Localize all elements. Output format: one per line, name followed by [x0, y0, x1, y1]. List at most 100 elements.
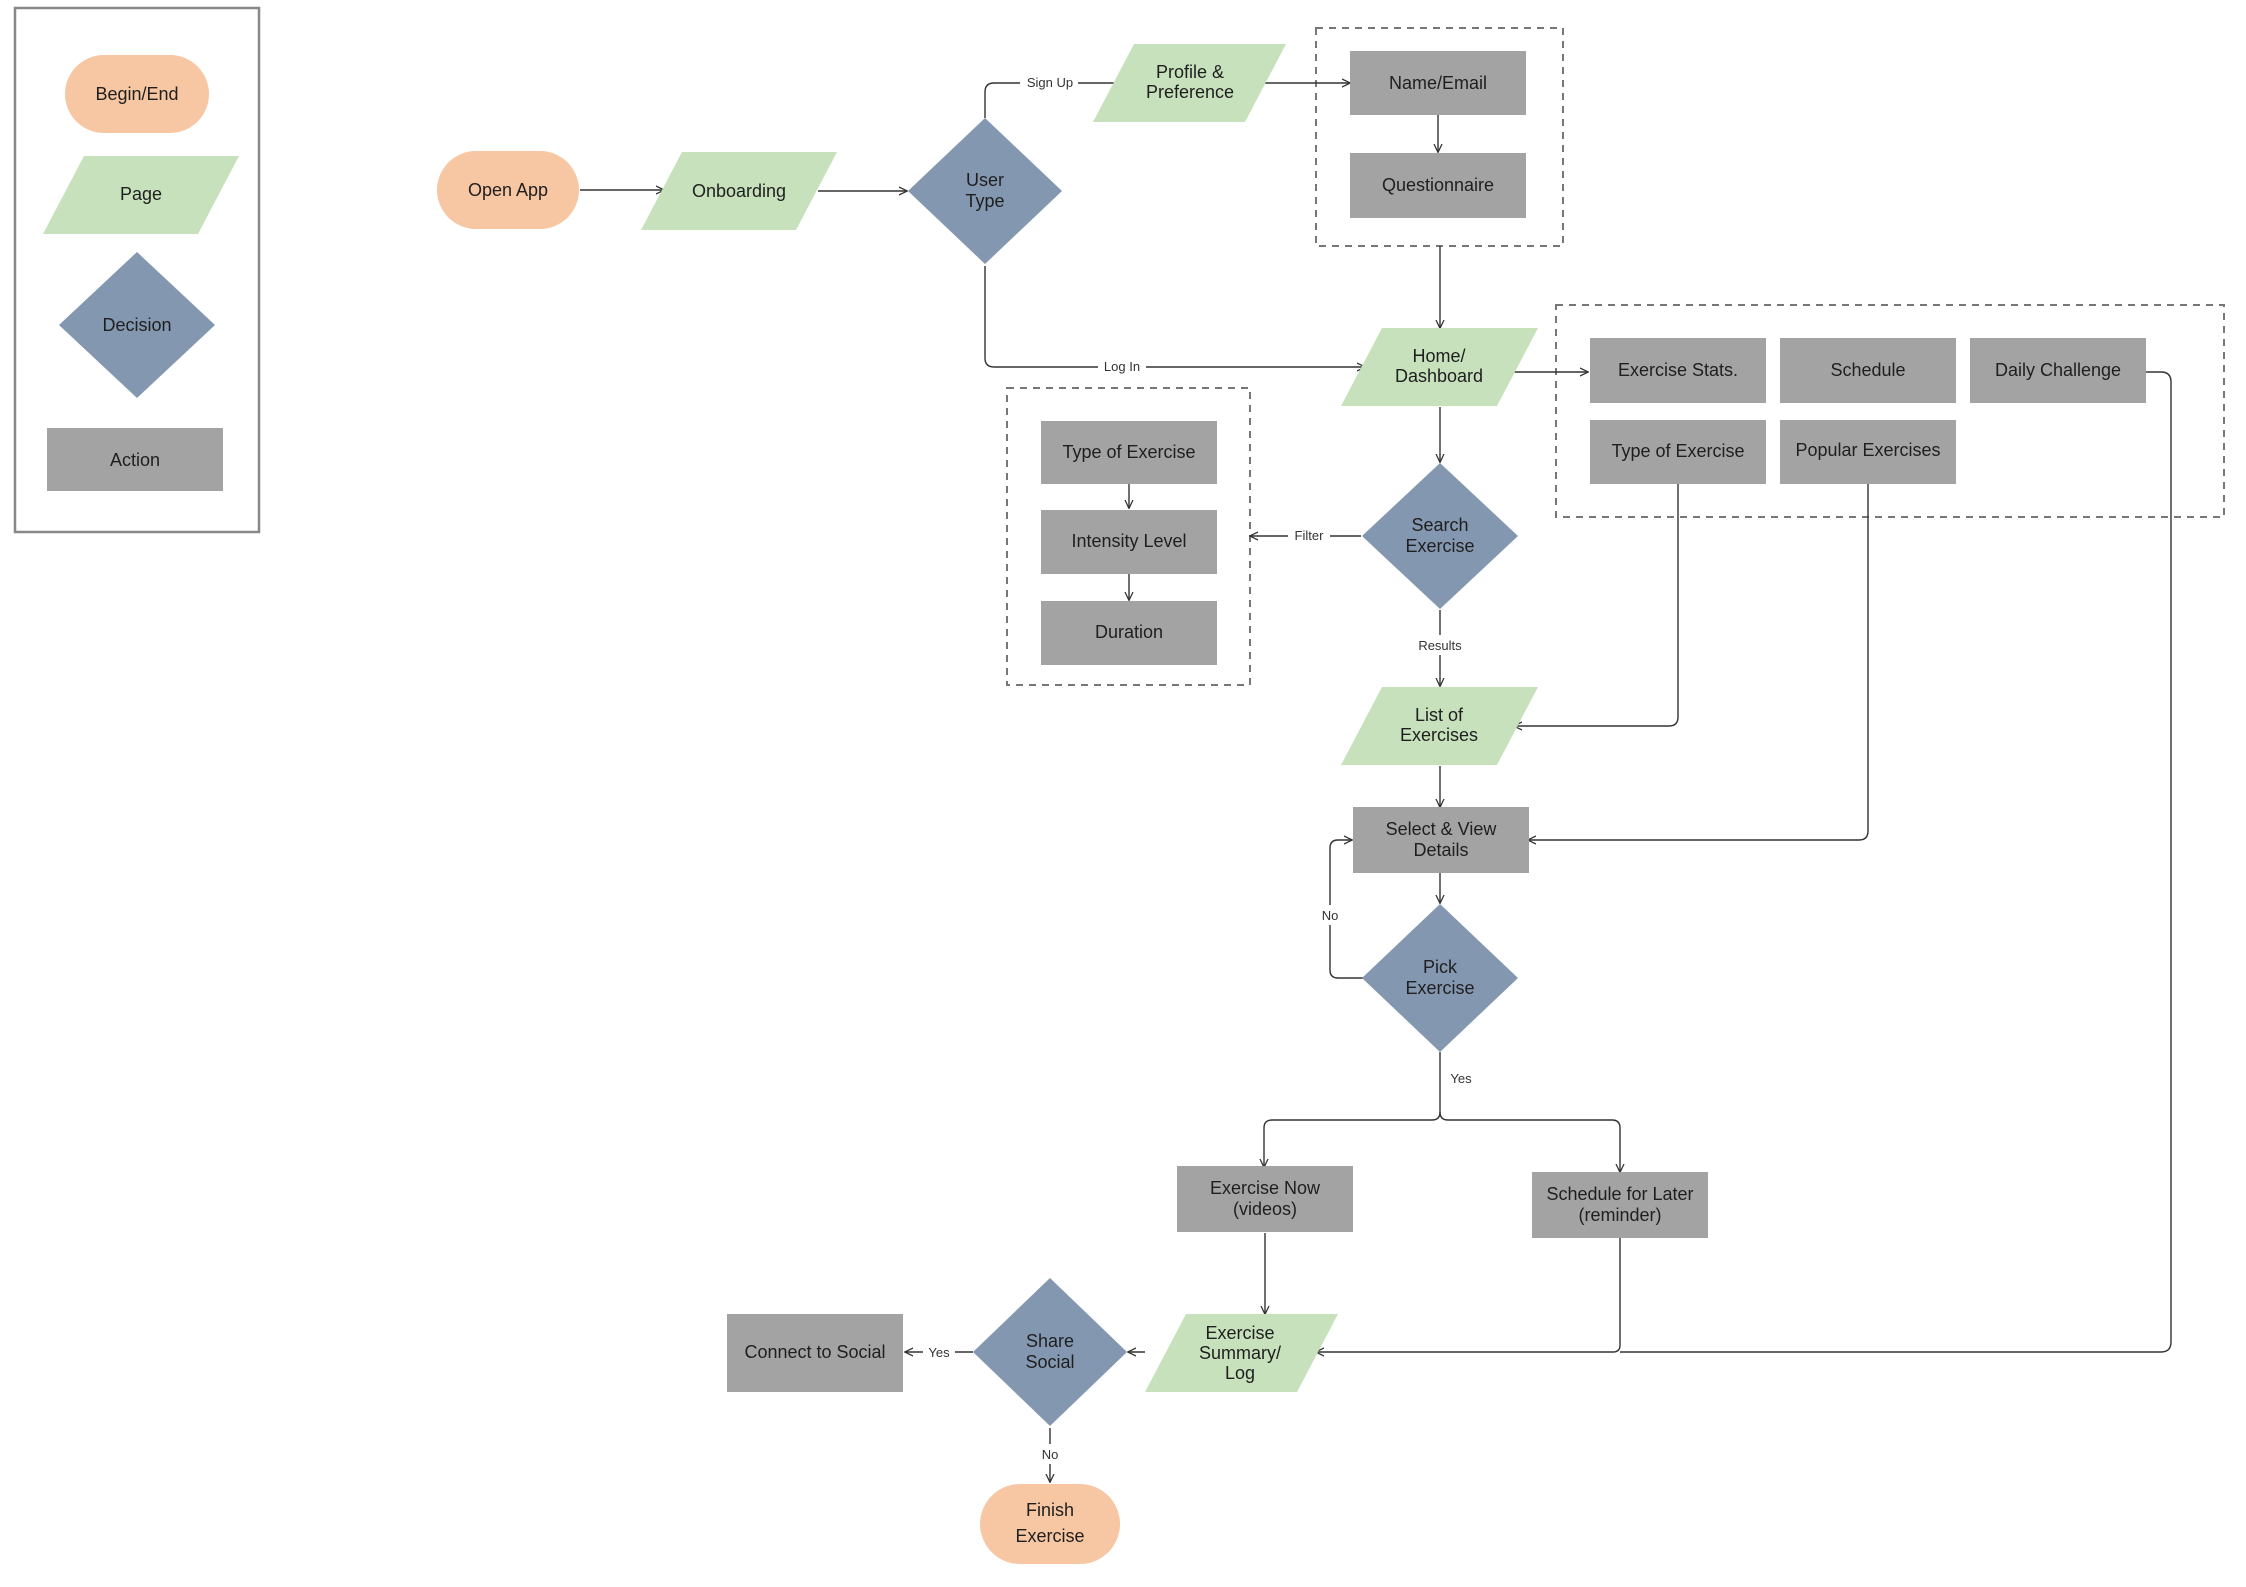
edge-popular-to-select — [1528, 484, 1869, 840]
intensity-level-label: Intensity Level — [1071, 531, 1186, 551]
node-exercise-summary: Exercise Summary/ Log — [1145, 1314, 1338, 1392]
search-exercise-shape — [1362, 463, 1518, 609]
edge-label-no-share: No — [1042, 1447, 1059, 1462]
dashboard-widgets-group — [1555, 304, 2225, 518]
edge-pick-yes-to-now — [1264, 1052, 1441, 1167]
connect-to-social-label: Connect to Social — [744, 1342, 885, 1362]
user-type-shape — [908, 118, 1062, 264]
node-select-view-details: Select & View Details — [1353, 807, 1529, 873]
node-search-exercise: Search Exercise — [1362, 463, 1518, 609]
node-popular-exercises: Popular Exercises — [1780, 420, 1956, 484]
legend-action-label: Action — [110, 450, 160, 470]
node-profile-preference: Profile & Preference — [1093, 44, 1286, 122]
exercise-now-label-line2: (videos) — [1233, 1199, 1297, 1219]
daily-challenge-shape — [1970, 338, 2146, 403]
edge-label-log-in: Log In — [1104, 359, 1140, 374]
edge-label-yes-share: Yes — [928, 1345, 950, 1360]
node-exercise-now: Exercise Now (videos) — [1177, 1166, 1353, 1232]
edge-pick-yes-to-later — [1439, 1111, 1620, 1172]
node-name-email: Name/Email — [1350, 51, 1526, 115]
legend-decision-shape — [59, 252, 215, 398]
select-view-details-shape — [1353, 807, 1529, 873]
search-exercise-label-line1: Search — [1411, 515, 1468, 535]
questionnaire-label: Questionnaire — [1382, 175, 1494, 195]
share-social-label-line1: Share — [1026, 1331, 1074, 1351]
share-social-label-line2: Social — [1025, 1352, 1074, 1372]
intensity-level-shape — [1041, 510, 1217, 574]
node-questionnaire: Questionnaire — [1350, 153, 1526, 218]
schedule-for-later-shape — [1532, 1172, 1708, 1238]
onboarding-shape — [641, 152, 837, 230]
legend-begin-end-label: Begin/End — [95, 84, 178, 104]
legend: Begin/End Page Decision Action — [13, 6, 261, 534]
node-duration: Duration — [1041, 601, 1217, 665]
legend-decision: Decision — [59, 252, 215, 398]
connectors — [580, 83, 2172, 1482]
node-user-type: User Type — [908, 118, 1062, 264]
finish-exercise-label-line2: Exercise — [1015, 1526, 1084, 1546]
duration-label: Duration — [1095, 622, 1163, 642]
schedule-label: Schedule — [1830, 360, 1905, 380]
node-intensity-level: Intensity Level — [1041, 510, 1217, 574]
edge-label-results: Results — [1418, 638, 1462, 653]
legend-page: Page — [43, 156, 239, 234]
home-dashboard-shape — [1341, 328, 1538, 406]
edge-later-to-summary — [1316, 1238, 1621, 1352]
profile-preference-shape — [1093, 44, 1286, 122]
edge-label-no-pick: No — [1322, 908, 1339, 923]
list-of-exercises-label-line2: Exercises — [1400, 725, 1478, 745]
share-social-shape — [973, 1278, 1127, 1426]
duration-shape — [1041, 601, 1217, 665]
daily-challenge-label: Daily Challenge — [1995, 360, 2121, 380]
node-daily-challenge: Daily Challenge — [1970, 338, 2146, 403]
schedule-for-later-label-line1: Schedule for Later — [1546, 1184, 1693, 1204]
node-connect-to-social: Connect to Social — [727, 1314, 903, 1392]
finish-exercise-label-line1: Finish — [1026, 1500, 1074, 1520]
pick-exercise-label-line1: Pick — [1423, 957, 1458, 977]
popular-exercises-label: Popular Exercises — [1795, 440, 1940, 460]
legend-begin-end-shape — [65, 55, 209, 133]
filter-type-of-exercise-shape — [1041, 421, 1217, 484]
list-of-exercises-label-line1: List of — [1415, 705, 1464, 725]
exercise-summary-shape — [1145, 1314, 1338, 1392]
pick-exercise-label-line2: Exercise — [1405, 978, 1474, 998]
onboarding-label: Onboarding — [692, 181, 786, 201]
filter-type-of-exercise-label: Type of Exercise — [1062, 442, 1195, 462]
node-schedule-for-later: Schedule for Later (reminder) — [1532, 1172, 1708, 1238]
dash-type-of-exercise-label: Type of Exercise — [1611, 441, 1744, 461]
finish-exercise-shape — [980, 1484, 1120, 1564]
node-open-app: Open App — [437, 151, 579, 229]
schedule-for-later-label-line2: (reminder) — [1578, 1205, 1661, 1225]
name-email-shape — [1350, 51, 1526, 115]
node-share-social: Share Social — [973, 1278, 1127, 1426]
name-email-label: Name/Email — [1389, 73, 1487, 93]
edge-labels: Sign Up Log In Filter Results No Yes Yes… — [923, 72, 1472, 1464]
select-view-details-label-line2: Details — [1413, 840, 1468, 860]
search-exercise-label-line2: Exercise — [1405, 536, 1474, 556]
open-app-label: Open App — [468, 180, 548, 200]
legend-page-label: Page — [120, 184, 162, 204]
schedule-shape — [1780, 338, 1956, 403]
node-finish-exercise: Finish Exercise — [980, 1484, 1120, 1564]
connect-to-social-shape — [727, 1314, 903, 1392]
profile-preference-label-line2: Preference — [1146, 82, 1234, 102]
popular-exercises-shape — [1780, 420, 1956, 484]
legend-page-shape — [43, 156, 239, 234]
questionnaire-shape — [1350, 153, 1526, 218]
edge-label-sign-up: Sign Up — [1027, 75, 1073, 90]
legend-decision-label: Decision — [102, 315, 171, 335]
edge-dash-type-to-list — [1514, 484, 1679, 726]
edge-daily-challenge-to-summary — [1620, 371, 2172, 1353]
pick-exercise-shape — [1362, 904, 1518, 1052]
node-schedule: Schedule — [1780, 338, 1956, 403]
edge-user-type-login — [984, 266, 1365, 367]
select-view-details-label-line1: Select & View — [1386, 819, 1498, 839]
exercise-now-label-line1: Exercise Now — [1210, 1178, 1321, 1198]
list-of-exercises-shape — [1341, 687, 1538, 765]
home-dashboard-label-line1: Home/ — [1412, 346, 1465, 366]
legend-action-shape — [47, 428, 223, 491]
legend-begin-end: Begin/End — [65, 55, 209, 133]
home-dashboard-label-line2: Dashboard — [1395, 366, 1483, 386]
user-type-label-line1: User — [966, 170, 1004, 190]
legend-action: Action — [47, 428, 223, 491]
